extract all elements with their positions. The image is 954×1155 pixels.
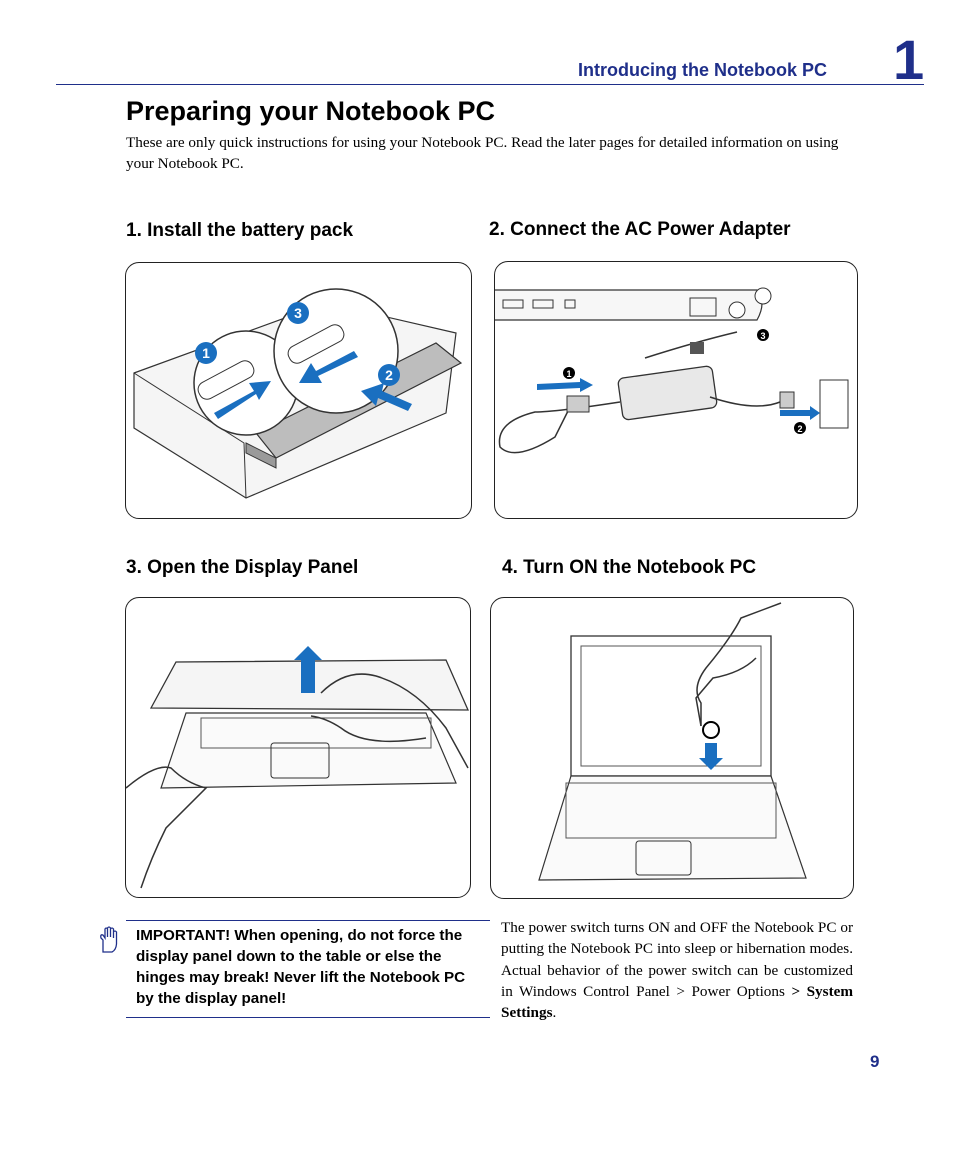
header-rule	[56, 84, 924, 85]
step-3-title: 3. Open the Display Panel	[126, 557, 359, 578]
adapter-callout-3: 3	[760, 331, 765, 341]
power-on-illustration	[490, 597, 854, 899]
important-note-box: IMPORTANT! When opening, do not force th…	[126, 920, 490, 1018]
step-1-title: 1. Install the battery pack	[126, 220, 354, 241]
adapter-callout-2: 2	[797, 424, 802, 434]
battery-illustration: 1 2 3	[125, 262, 472, 519]
section-header-title: Introducing the Notebook PC	[578, 60, 827, 80]
power-switch-paragraph: The power switch turns ON and OFF the No…	[501, 917, 853, 1023]
ac-adapter-illustration: 1 2 3	[494, 261, 858, 519]
power-text-end: .	[552, 1004, 557, 1022]
callout-1-icon	[195, 342, 217, 364]
chapter-number: 1	[893, 28, 925, 91]
step-4-title: 4. Turn ON the Notebook PC	[502, 557, 757, 578]
callout-2-icon	[378, 364, 400, 386]
battery-callout-1: 1	[202, 345, 210, 361]
page-number: 9	[870, 1052, 880, 1071]
battery-callout-2: 2	[385, 367, 393, 383]
page-title: Preparing your Notebook PC	[126, 96, 496, 126]
battery-callout-3: 3	[294, 305, 302, 321]
important-note-text: IMPORTANT! When opening, do not force th…	[136, 927, 466, 1007]
power-icon	[702, 721, 720, 739]
adapter-callout-1: 1	[566, 369, 571, 379]
open-display-illustration	[125, 597, 471, 898]
power-text-bold: > System Settings	[501, 982, 854, 1022]
hand-warning-icon	[100, 926, 118, 953]
step-2-title: 2. Connect the AC Power Adapter	[489, 219, 791, 240]
power-text-main: The power switch turns ON and OFF the No…	[501, 919, 853, 1000]
callout-3-icon	[287, 302, 309, 324]
intro-paragraph: These are only quick instructions for us…	[126, 134, 839, 172]
